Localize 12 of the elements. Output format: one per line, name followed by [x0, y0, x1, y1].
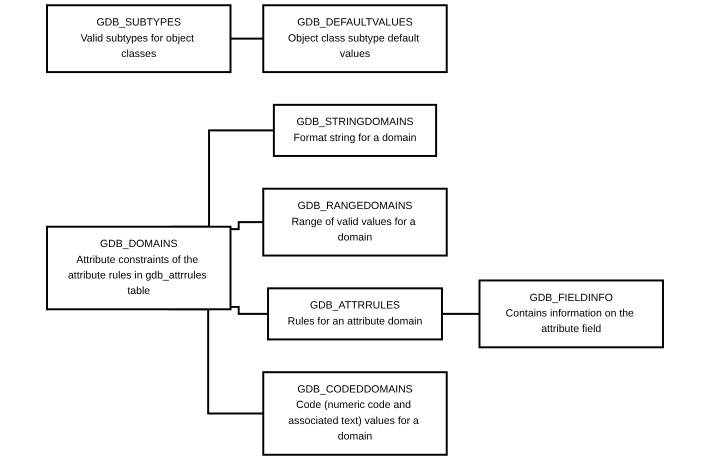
- connector: [442, 312, 480, 315]
- node-box: GDB_DEFAULTVALUES Object class subtype default values: [262, 4, 448, 74]
- node-box: GDB_RANGEDOMAINS Range of valid values for a domain: [262, 188, 448, 257]
- node-box: GDB_CODEDDOMAINS Code (numeric code and associated text) values for a domain: [262, 371, 448, 456]
- connector: [230, 38, 264, 40]
- node-box: GDB_STRINGDOMAINS Format string for a domain: [272, 104, 438, 157]
- node-box: GDB_DOMAINS Attribute constraints of the attribute rules in gdb_attrrules table: [46, 226, 232, 310]
- connector: [230, 221, 264, 230]
- connector: [230, 306, 268, 315]
- node-box: GDB_SUBTYPES Valid subtypes for object classes: [46, 4, 232, 74]
- node-box: GDB_ATTRRULES Rules for an attribute domain: [267, 287, 443, 340]
- node-box: GDB_FIELDINFO Contains information on the attribute field: [478, 279, 664, 348]
